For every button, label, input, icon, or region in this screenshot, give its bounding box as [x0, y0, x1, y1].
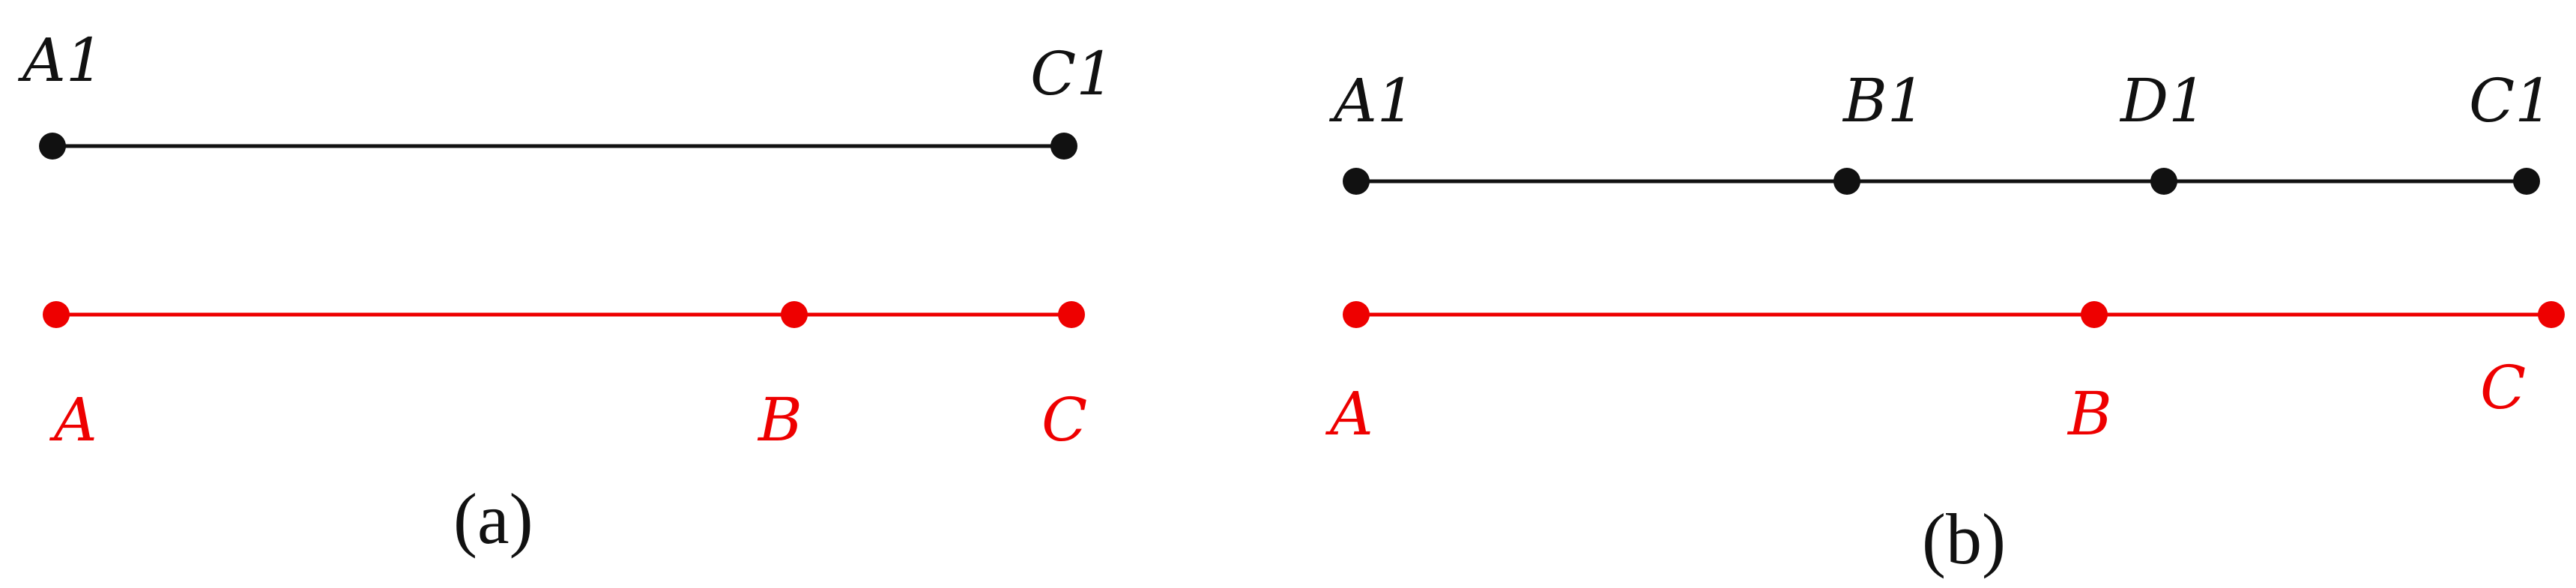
- panel-b-label-b1: B1: [1842, 66, 1926, 136]
- panel-b: A1 B1 D1 C1 A B C (b): [1325, 66, 2565, 579]
- panel-a-point-b: [781, 301, 808, 328]
- panel-a-point-a: [43, 301, 70, 328]
- panel-a: A1 C1 A B C (a): [17, 25, 1114, 559]
- panel-a-label-a: A: [49, 385, 97, 455]
- panel-b-point-b: [2081, 301, 2108, 328]
- panel-a-label-c1: C1: [1030, 39, 1114, 109]
- panel-b-point-a: [1343, 301, 1370, 328]
- panel-b-label-c1: C1: [2469, 66, 2553, 136]
- panel-b-point-d1: [2150, 168, 2177, 195]
- panel-b-label-a1: A1: [1328, 66, 1415, 136]
- panel-b-label-b: B: [2066, 379, 2112, 449]
- panel-a-point-c1: [1050, 133, 1077, 160]
- panel-a-label-a1: A1: [17, 25, 104, 95]
- panel-a-label-c: C: [1041, 385, 1087, 455]
- panel-b-point-b1: [1833, 168, 1860, 195]
- panel-a-caption: (a): [453, 479, 533, 559]
- panel-b-point-c1: [2513, 168, 2540, 195]
- panel-a-label-b: B: [757, 385, 802, 455]
- panel-a-point-a1: [39, 133, 66, 160]
- panel-a-point-c: [1058, 301, 1085, 328]
- panel-b-label-a: A: [1325, 379, 1373, 449]
- panel-b-label-d1: D1: [2119, 66, 2207, 136]
- panel-b-label-c: C: [2480, 353, 2526, 422]
- panel-b-caption: (b): [1922, 499, 2006, 579]
- panel-b-point-a1: [1343, 168, 1370, 195]
- panel-b-point-c: [2538, 301, 2565, 328]
